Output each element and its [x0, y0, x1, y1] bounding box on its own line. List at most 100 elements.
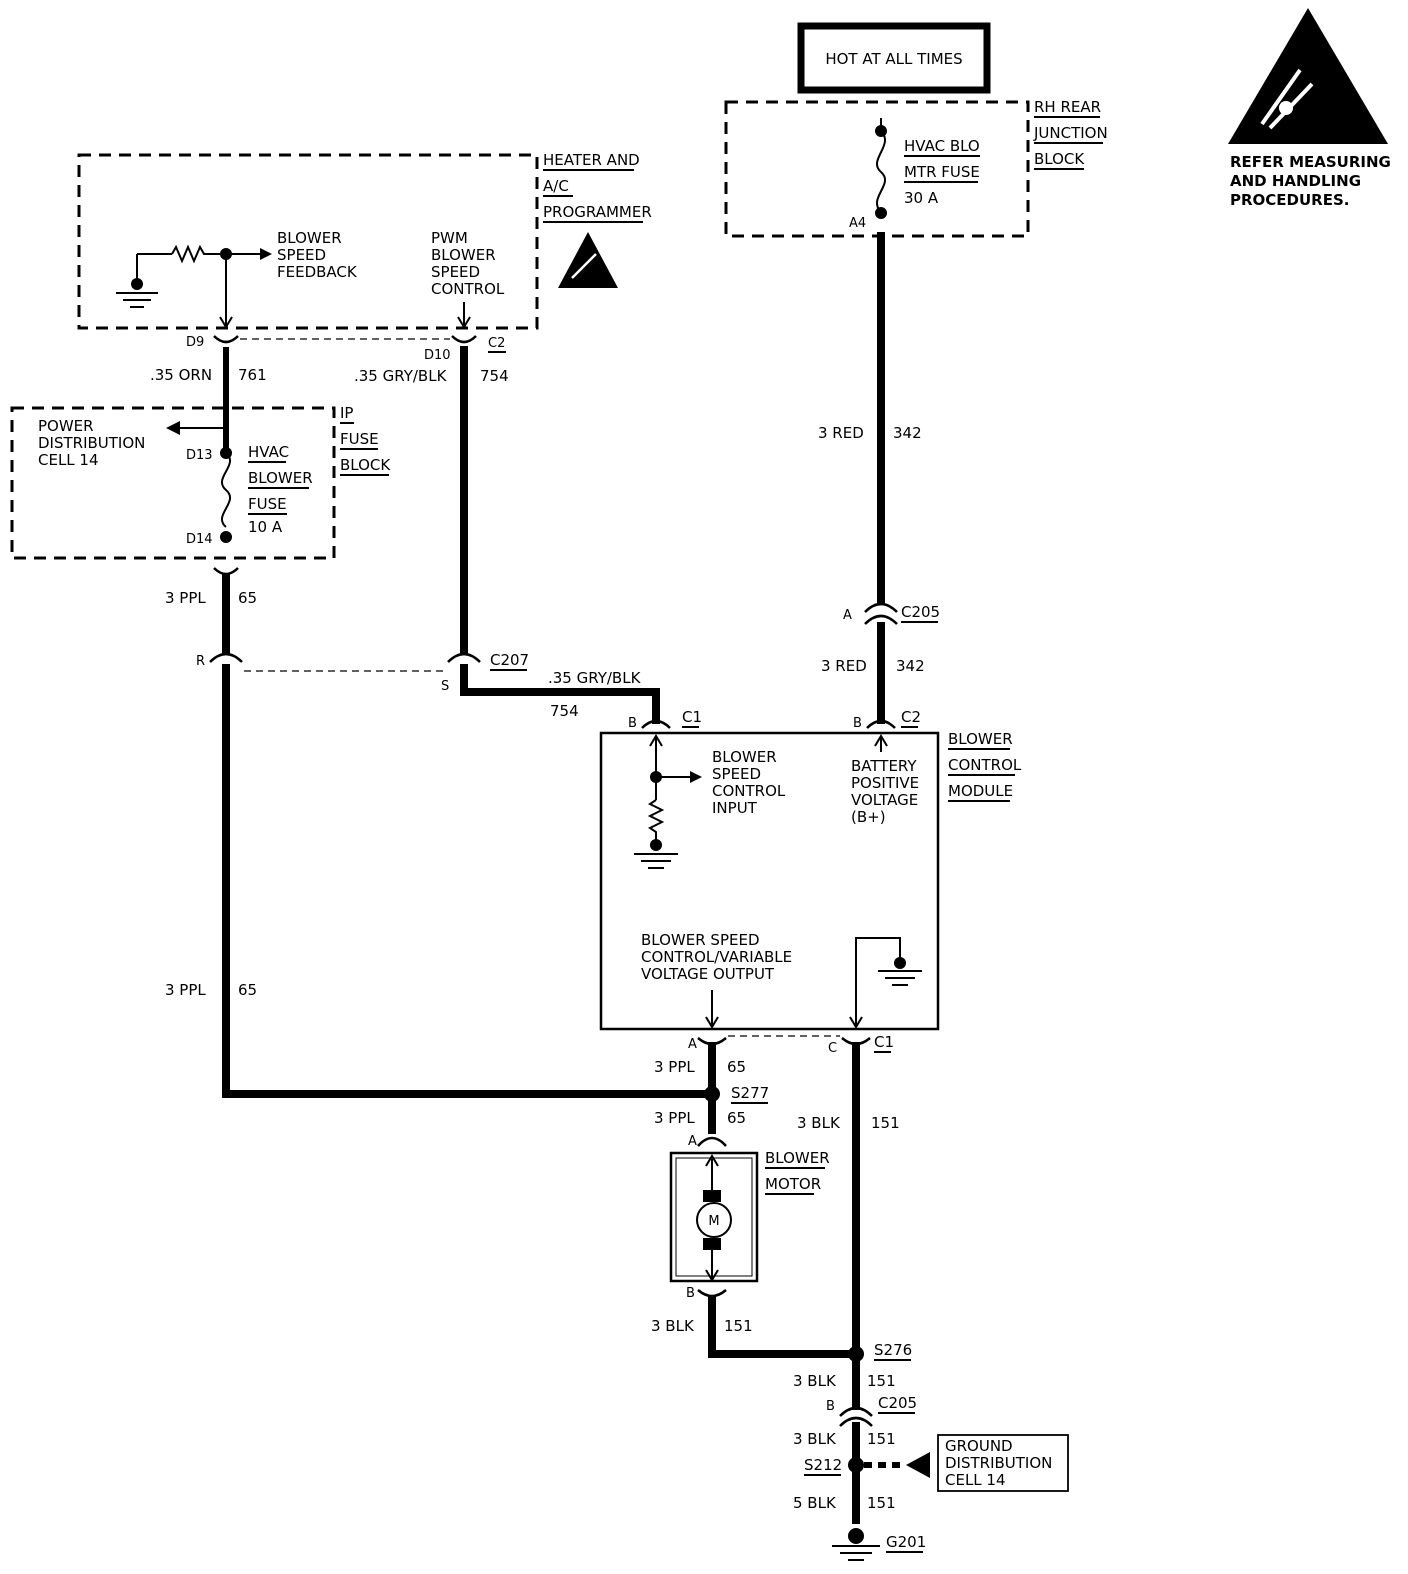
- heater-ac-programmer: HEATER AND A/C PROGRAMMER BLOWER SPEED F…: [77, 151, 652, 363]
- motor-pin-a: A: [688, 1134, 697, 1149]
- w754-color-2: .35 GRY/BLK: [548, 669, 642, 687]
- terminal-a4: A4: [849, 216, 866, 231]
- pwm-line-3: SPEED: [431, 263, 480, 281]
- fuse-label: FUSE: [340, 430, 379, 448]
- battery-line-2: POSITIVE: [851, 774, 919, 792]
- c205-pin-a: A: [843, 608, 852, 623]
- c205-label-bottom: C205: [878, 1394, 917, 1412]
- hot-at-all-times-box: HOT AT ALL TIMES: [797, 22, 991, 94]
- ground-dist-arrow-icon: [906, 1452, 930, 1478]
- w342-num-1: 342: [893, 424, 922, 442]
- mtr-fuse-label: MTR FUSE: [904, 163, 980, 181]
- blower-control-module: B C1 B C2 BLOWER CONTROL MODULE BLOWER S…: [599, 708, 1022, 1031]
- w151-num-1: 151: [724, 1317, 753, 1335]
- hot-box-label: HOT AT ALL TIMES: [825, 50, 962, 68]
- esd-note-line-2: AND HANDLING: [1230, 172, 1361, 190]
- power-dist-arrow-icon: [166, 421, 180, 435]
- splice-s277-dot: [704, 1086, 720, 1102]
- block-label: BLOCK: [1034, 150, 1085, 168]
- w151g-color: 5 BLK: [793, 1494, 837, 1512]
- splice-s212-dot: [848, 1457, 864, 1473]
- w151-color-2: 3 BLK: [797, 1114, 841, 1132]
- pin-d13: D13: [186, 448, 213, 463]
- feedback-resistor: [171, 244, 226, 264]
- ground-distribution-box: GROUND DISTRIBUTION CELL 14: [937, 1434, 1069, 1492]
- bcm-label-1: BLOWER: [948, 730, 1013, 748]
- c207-label: C207: [490, 651, 529, 669]
- pin-r: R: [196, 654, 205, 669]
- blower-motor-label-1: BLOWER: [765, 1149, 830, 1167]
- w151-num-3: 151: [867, 1372, 896, 1390]
- output-line-2: CONTROL/VARIABLE: [641, 948, 792, 966]
- w342-color-1: 3 RED: [818, 424, 864, 442]
- esd-small-icon: [558, 232, 618, 288]
- g201-label: G201: [886, 1533, 926, 1551]
- s277-label: S277: [731, 1084, 769, 1102]
- input-resistor: [647, 799, 665, 844]
- bcm-pin-a: A: [688, 1037, 697, 1052]
- w151-num-5: 151: [867, 1494, 896, 1512]
- ground-dist-line-1: GROUND: [945, 1437, 1013, 1455]
- bcm-c1-label-bottom: C1: [874, 1033, 894, 1051]
- ip-label: IP: [340, 404, 353, 422]
- input-arrow-icon: [690, 771, 702, 783]
- power-dist-line-3: CELL 14: [38, 451, 99, 469]
- w754-color-1: .35 GRY/BLK: [354, 367, 448, 385]
- blower-motor-label-2: MOTOR: [765, 1175, 821, 1193]
- bcm-c2-label: C2: [901, 708, 921, 726]
- motor-pin-b: B: [686, 1286, 695, 1301]
- output-line-1: BLOWER SPEED: [641, 931, 760, 949]
- w761-color: .35 ORN: [150, 366, 212, 384]
- feedback-line-3: FEEDBACK: [277, 263, 358, 281]
- w65-color-2: 3 PPL: [165, 981, 206, 999]
- power-dist-line-2: DISTRIBUTION: [38, 434, 145, 452]
- ground-dist-line-3: CELL 14: [945, 1471, 1006, 1489]
- esd-warning: REFER MEASURING AND HANDLING PROCEDURES.: [1228, 8, 1391, 209]
- bcm-pin-c: C: [828, 1041, 837, 1056]
- hvac-blo-label: HVAC BLO: [904, 137, 980, 155]
- output-line-3: VOLTAGE OUTPUT: [641, 965, 775, 983]
- battery-line-1: BATTERY: [851, 757, 917, 775]
- c205-label-top: C205: [901, 603, 940, 621]
- w754-num-1: 754: [480, 367, 509, 385]
- block-label-ip: BLOCK: [340, 456, 391, 474]
- pin-d14: D14: [186, 532, 213, 547]
- input-line-2: SPEED: [712, 765, 761, 783]
- battery-line-4: (B+): [851, 808, 886, 826]
- pin-d10: D10: [424, 348, 451, 363]
- s212-label: S212: [804, 1456, 842, 1474]
- w151-color-1: 3 BLK: [651, 1317, 695, 1335]
- w761-num: 761: [238, 366, 267, 384]
- w65-color-1: 3 PPL: [165, 589, 206, 607]
- hvac-fuse-line-2: BLOWER: [248, 469, 313, 487]
- motor-icon: [696, 1202, 732, 1238]
- ac-label: A/C: [543, 177, 569, 195]
- w65-num-4: 65: [727, 1109, 746, 1127]
- blower-motor: M BLOWER MOTOR: [669, 1149, 830, 1283]
- power-dist-line-1: POWER: [38, 417, 94, 435]
- feedback-line-1: BLOWER: [277, 229, 342, 247]
- input-line-4: INPUT: [712, 799, 758, 817]
- esd-note-line-1: REFER MEASURING: [1230, 153, 1391, 171]
- bcm-label-3: MODULE: [948, 782, 1013, 800]
- fuse-30a-label: 30 A: [904, 189, 939, 207]
- g201-dot: [848, 1528, 864, 1544]
- hvac-fuse-line-1: HVAC: [248, 443, 289, 461]
- bcm-pin-b-c2: B: [853, 716, 862, 731]
- esd-note-line-3: PROCEDURES.: [1230, 191, 1349, 209]
- battery-line-3: VOLTAGE: [851, 791, 918, 809]
- bcm-c1-label-top: C1: [682, 708, 702, 726]
- pin-d9: D9: [186, 335, 204, 350]
- w754-num-2: 754: [550, 702, 579, 720]
- motor-symbol: M: [708, 1214, 719, 1229]
- pin-s: S: [441, 679, 449, 694]
- ip-fuse-block: IP FUSE BLOCK POWER DISTRIBUTION CELL 14…: [10, 404, 391, 560]
- w151-color-3: 3 BLK: [793, 1372, 837, 1390]
- w151-color-4: 3 BLK: [793, 1430, 837, 1448]
- w65-num-2: 65: [238, 981, 257, 999]
- rh-rear-label: RH REAR: [1034, 98, 1101, 116]
- feedback-line-2: SPEED: [277, 246, 326, 264]
- w65-num-1: 65: [238, 589, 257, 607]
- esd-warning-icon: [1228, 8, 1388, 144]
